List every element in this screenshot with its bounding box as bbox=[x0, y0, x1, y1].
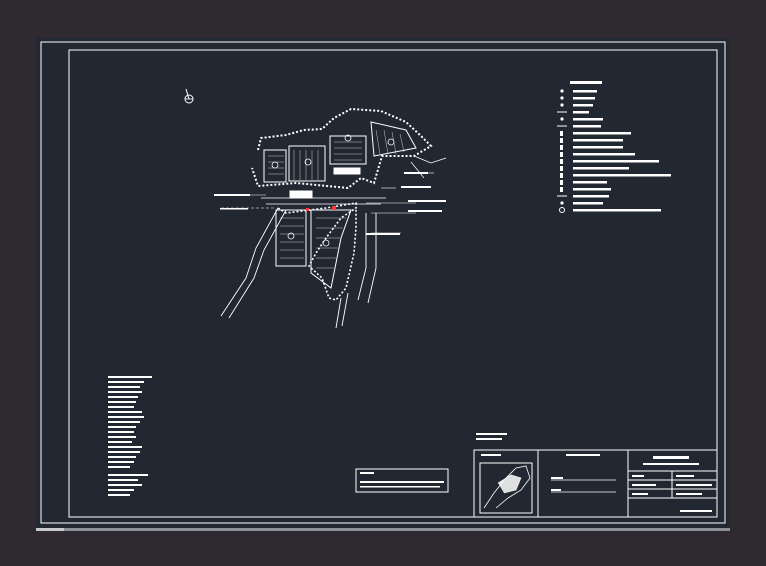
red-marker bbox=[332, 206, 336, 210]
viewport-scrollbar[interactable] bbox=[36, 528, 730, 531]
lot-block-1 bbox=[263, 149, 287, 183]
site-plan bbox=[214, 107, 447, 329]
legend bbox=[557, 81, 671, 213]
notes-box bbox=[355, 468, 449, 493]
lot-block-2 bbox=[288, 145, 326, 182]
compass-north-icon bbox=[184, 88, 194, 104]
lot-block-5 bbox=[275, 209, 307, 267]
lot-block-4 bbox=[370, 121, 417, 157]
lot-block-6 bbox=[310, 209, 352, 289]
scrollbar-thumb[interactable] bbox=[36, 528, 64, 531]
title-block bbox=[473, 433, 718, 518]
general-notes bbox=[108, 376, 152, 496]
drawing-canvas bbox=[40, 41, 726, 524]
sheet-border-inner bbox=[68, 49, 718, 518]
road-strip bbox=[333, 167, 361, 175]
lot-block-3 bbox=[329, 135, 367, 165]
cad-viewport[interactable] bbox=[36, 38, 730, 528]
red-marker-2 bbox=[306, 208, 309, 211]
building-block bbox=[289, 190, 313, 199]
sheet-border-outer bbox=[40, 41, 726, 524]
